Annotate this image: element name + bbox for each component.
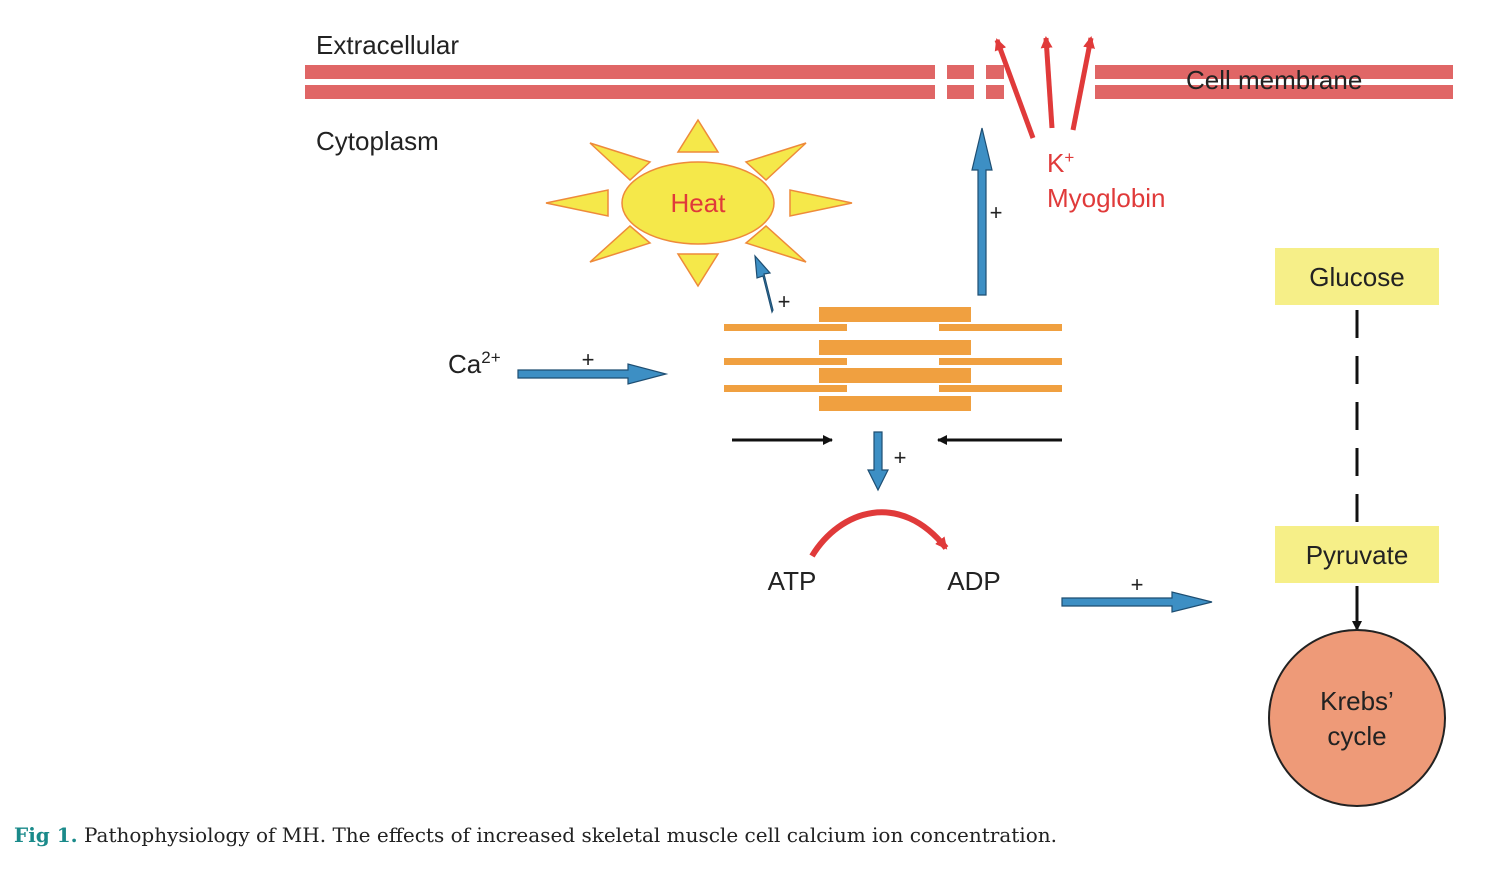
efflux-stimulus-arrow	[971, 127, 993, 296]
efflux-arrows	[994, 36, 1095, 139]
atp-stimulus-arrow	[867, 431, 889, 492]
cell-membrane-label: Cell membrane	[1186, 65, 1362, 95]
sarcomere	[724, 307, 1062, 411]
extracellular-label: Extracellular	[316, 30, 459, 60]
atp-label: ATP	[768, 566, 817, 596]
heat-stimulus-arrow	[754, 254, 774, 314]
glucose-label: Glucose	[1309, 262, 1404, 292]
krebs-label-line2: cycle	[1327, 721, 1386, 751]
figure-caption-text: Pathophysiology of MH. The effects of in…	[77, 823, 1057, 847]
krebs-cycle-circle	[1268, 629, 1446, 807]
pyruvate-label: Pyruvate	[1306, 540, 1409, 570]
adp-label: ADP	[947, 566, 1000, 596]
atp-hydrolysis-arrow	[809, 509, 949, 558]
atp-plus-sign: +	[894, 445, 907, 470]
myoglobin-label: Myoglobin	[1047, 183, 1166, 213]
cell-membrane	[305, 65, 1453, 99]
pyruvate-box	[1275, 526, 1439, 583]
heat-plus-sign: +	[778, 289, 791, 314]
glucose-box	[1275, 248, 1439, 305]
glycolysis-plus-sign: +	[1131, 572, 1144, 597]
heat-label: Heat	[671, 188, 727, 218]
heat-sun	[545, 118, 853, 288]
calcium-influx-arrow	[517, 363, 669, 385]
figure-caption: Fig 1. Pathophysiology of MH. The effect…	[14, 823, 1484, 847]
figure-caption-label: Fig 1.	[14, 823, 78, 847]
efflux-plus-sign: +	[990, 200, 1003, 225]
cytoplasm-label: Cytoplasm	[316, 126, 439, 156]
potassium-label: K+	[1047, 148, 1074, 178]
blue-arrows	[517, 127, 1213, 613]
glycolysis-stimulus-arrow	[1061, 591, 1213, 613]
calcium-plus-sign: +	[582, 347, 595, 372]
calcium-label: Ca2+	[448, 348, 501, 379]
krebs-label-line1: Krebs’	[1320, 686, 1394, 716]
